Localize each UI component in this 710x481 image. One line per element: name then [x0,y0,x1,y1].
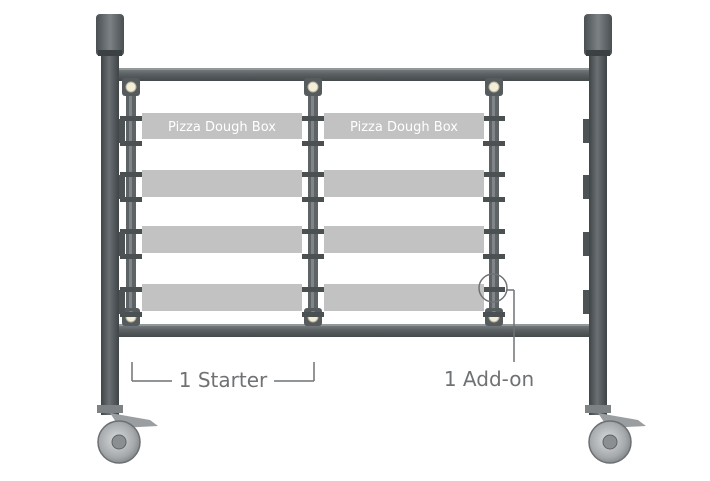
slide-ledge-icon [302,116,324,146]
pizza-dough-boxes [142,113,484,311]
slide-ledge-icon [483,172,505,202]
post-cap-icon [304,78,322,96]
right-post [584,14,612,415]
slide-ledge-icon [120,229,142,259]
slide-ledge-icon [302,172,324,202]
slide-upright [120,78,142,326]
slide-ledge-icon [119,290,125,314]
post-cap-icon [96,14,124,56]
pizza-dough-box [142,284,302,311]
slide-uprights [119,78,589,326]
post-cap-icon [584,14,612,56]
slide-ledge-icon [583,232,589,256]
post-cap-icon [122,78,140,96]
slide-ledge-icon [119,175,125,199]
box-label-right-top: Pizza Dough Box [350,120,458,135]
box-label-left-top: Pizza Dough Box [168,120,276,135]
slide-ledge-icon [302,287,324,317]
slide-ledge-icon [483,116,505,146]
post-cap-icon [485,78,503,96]
slide-ledge-icon [302,229,324,259]
slide-ledge-icon [119,119,125,143]
highlight-circle-icon [478,273,515,362]
slide-ledge-icon [483,229,505,259]
slide-ledge-icon [583,175,589,199]
pizza-dough-box [142,170,302,197]
starter-label: 1 Starter [179,368,268,392]
left-post [96,14,124,415]
pizza-dough-box [142,113,302,139]
pizza-dough-box [142,226,302,253]
slide-upright [302,78,324,326]
slide-ledge-icon [119,232,125,256]
caster-wheel-icon [585,405,646,464]
slide-ledge-icon [583,290,589,314]
top-rail [119,68,589,81]
slide-ledge-icon [483,287,505,317]
bottom-rail [119,324,589,337]
slide-ledge-icon [120,172,142,202]
starter-bracket [131,362,315,382]
addon-label: 1 Add-on [444,367,534,391]
pizza-dough-box [324,226,484,253]
slide-ledge-icon [583,119,589,143]
slide-ledge-icon [120,287,142,317]
pizza-dough-box [324,170,484,197]
pizza-dough-box [324,284,484,311]
caster-wheel-icon [97,405,158,464]
pizza-dough-box [324,113,484,139]
slide-upright [483,78,505,326]
slide-ledge-icon [120,116,142,146]
